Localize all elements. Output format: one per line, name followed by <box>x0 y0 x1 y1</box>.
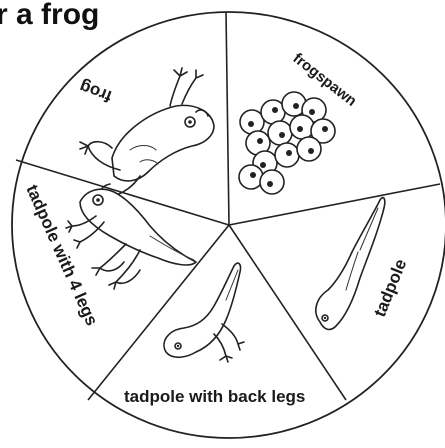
segment-label-tadpole-with-back-legs: tadpole with back legs <box>124 387 305 406</box>
page-title: r a frog <box>0 0 99 31</box>
